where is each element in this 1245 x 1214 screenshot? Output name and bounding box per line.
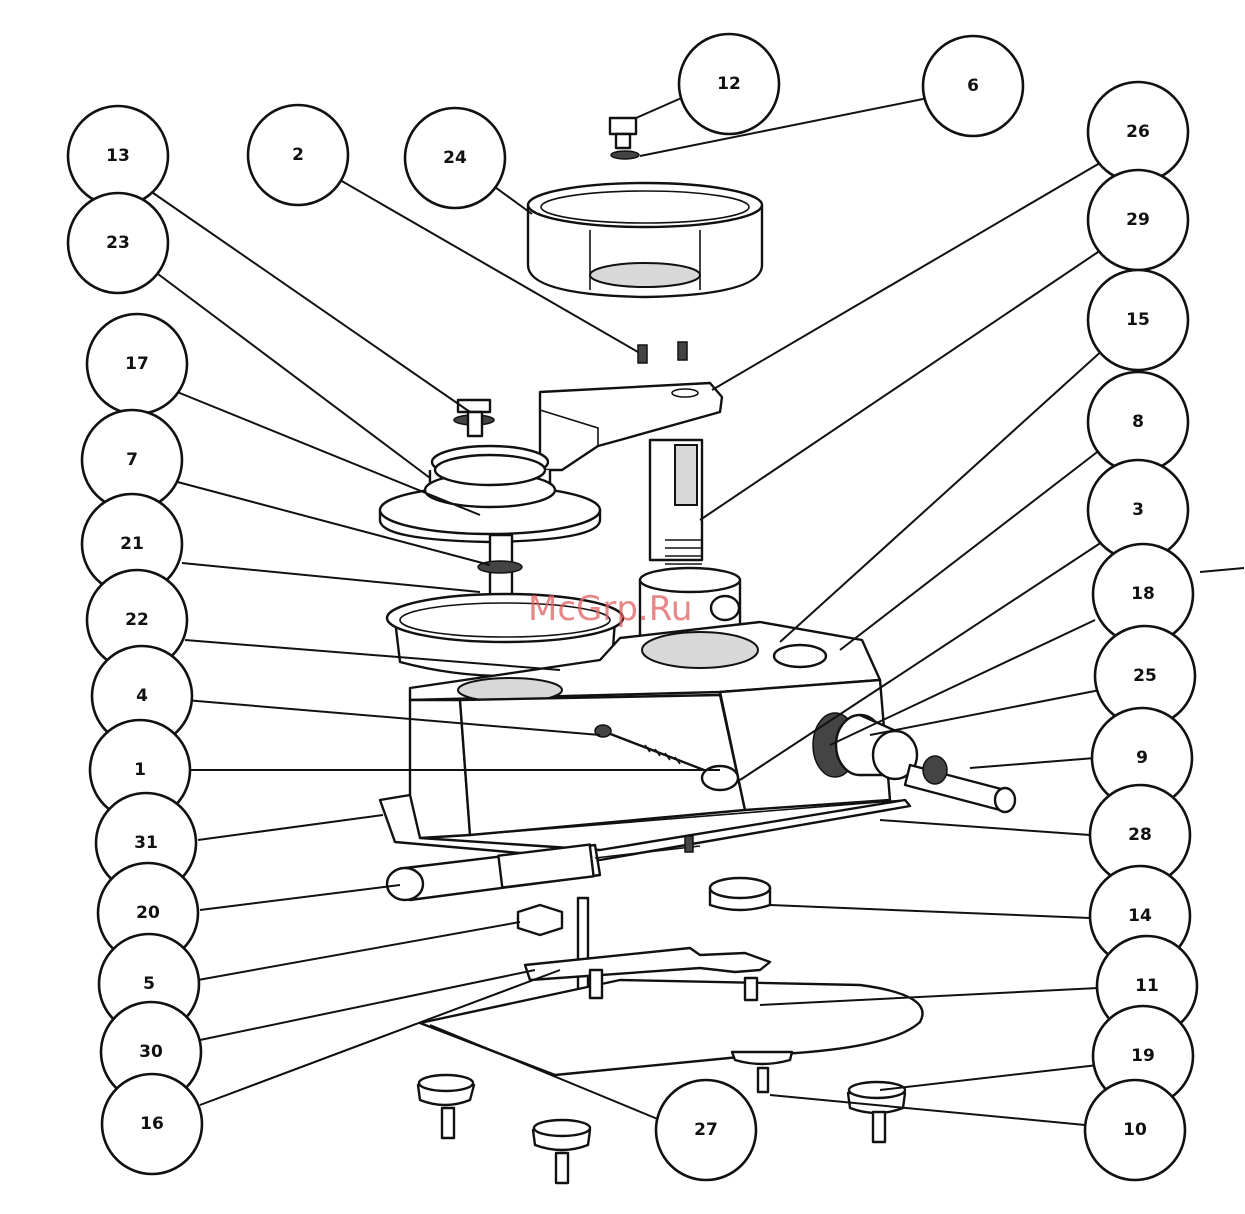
- callout-label: 19: [1131, 1046, 1155, 1066]
- callout-label: 31: [134, 833, 158, 853]
- callout-label: 8: [1132, 412, 1144, 432]
- callout-2: 2: [248, 105, 348, 205]
- callout-16: 16: [102, 1074, 202, 1174]
- callout-label: 25: [1133, 666, 1157, 686]
- callout-24: 24: [405, 108, 505, 208]
- callout-label: 17: [125, 354, 149, 374]
- callout-label: 18: [1131, 584, 1155, 604]
- callout-label: 26: [1126, 122, 1150, 142]
- callout-label: 15: [1126, 310, 1150, 330]
- mount-bracket: [525, 948, 770, 980]
- callout-label: 23: [106, 233, 130, 253]
- callout-15: 15: [1088, 270, 1188, 370]
- callout-label: 5: [143, 974, 155, 994]
- callout-label: 29: [1126, 210, 1150, 230]
- callout-6: 6: [923, 36, 1023, 136]
- callout-label: 3: [1132, 500, 1144, 520]
- callout-13: 13: [68, 106, 168, 206]
- callout-label: 10: [1123, 1120, 1147, 1140]
- cap-cup: [528, 183, 762, 297]
- callout-label: 1: [134, 760, 146, 780]
- callout-label: 7: [126, 450, 138, 470]
- callout-label: 16: [140, 1114, 164, 1134]
- callout-label: 22: [125, 610, 149, 630]
- callout-label: 28: [1128, 825, 1152, 845]
- bushing: [710, 878, 770, 910]
- callout-label: 27: [694, 1120, 718, 1140]
- callout-label: 30: [139, 1042, 163, 1062]
- callout-label: 4: [136, 686, 148, 706]
- top-bolt: [610, 118, 639, 159]
- callout-label: 21: [120, 534, 144, 554]
- base-plate: [420, 970, 923, 1075]
- callout-label: 14: [1128, 906, 1152, 926]
- callout-27: 27: [656, 1080, 756, 1180]
- callout-label: 6: [967, 76, 979, 96]
- mount-nut: [518, 898, 588, 998]
- callout-23: 23: [68, 193, 168, 293]
- callout-label: 20: [136, 903, 160, 923]
- callout-26: 26: [1088, 82, 1188, 182]
- margin-mark: [1200, 568, 1244, 572]
- callout-label: 11: [1135, 976, 1159, 996]
- parts-drawing: McGrp.Ru: [380, 118, 1015, 1183]
- callout-label: 2: [292, 145, 304, 165]
- callout-17: 17: [87, 314, 187, 414]
- small-pins: [638, 342, 687, 363]
- callout-8: 8: [1088, 372, 1188, 472]
- callout-label: 12: [717, 74, 741, 94]
- callout-label: 24: [443, 148, 467, 168]
- callout-29: 29: [1088, 170, 1188, 270]
- callout-label: 9: [1136, 748, 1148, 768]
- callout-12: 12: [679, 34, 779, 134]
- watermark-text: McGrp.Ru: [528, 589, 692, 629]
- callout-10: 10: [1085, 1080, 1185, 1180]
- callout-label: 13: [106, 146, 130, 166]
